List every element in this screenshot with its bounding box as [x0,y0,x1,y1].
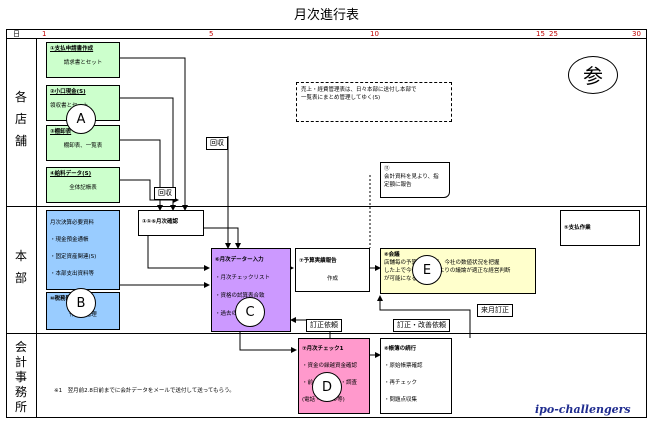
marker-circle-b: B [66,288,96,318]
correction-improve-tag: 訂正・改善依頼 [393,319,450,332]
day-tick-1: 1 [42,30,47,38]
footnote: ※1 翌月前2.8日前までに会計データをメールで送付して送ってもらう。 [54,388,235,394]
lane-divider-stores-hq [6,206,647,207]
lane-label-divider [36,39,37,418]
marker-circle-a: A [66,104,96,134]
day-tick-10: 10 [370,30,379,38]
lane-label-accounting: 会 計 事 務 所 [14,340,27,414]
day-scale-header: 日 [13,30,20,38]
marker-circle-e: E [412,255,442,285]
acc-box-ledger-continue: ⑧帳簿の続行 ・原始帳票確認 ・再チェック ・問題点収集 [380,338,452,414]
collect-tag-1: 回収 [206,137,228,150]
watermark-text: ipo-challengers [535,403,631,416]
next-month-correction-tag: 来月訂正 [477,304,513,317]
lane-divider-hq-accounting [6,333,647,334]
store-box-payment-request: ①支払申請書作成 請求書とセット [46,42,120,78]
marker-circle-d: D [312,372,342,402]
correction-request-tag: 訂正依頼 [306,319,342,332]
diagram-frame [6,29,647,418]
day-tick-15: 15 [536,30,545,38]
hq-box-monthly-check: ①①⑥月次確認 [138,210,204,236]
hq-box-data-entry: ⑥月次データー入力 ・月次チェックリスト ・資格の試算表合致 ・過去の特表確認 [211,248,291,332]
lane-label-stores: 各 店 舗 [14,90,27,148]
page-title: 月次進行表 [293,8,359,23]
day-tick-5: 5 [209,30,214,38]
hq-box-meeting: ⑧会議 店舗毎の予算実績及び、今社の数値状況を把握 した上で今後の方針によりの議… [380,248,536,294]
store-box-payroll-data: ④給料データ(S) 全体記帳表 [46,167,120,203]
lane-label-hq: 本 部 [14,249,27,285]
collect-tag-2: 回収 [154,187,176,200]
sales-expense-note: 売上・経費管理表は、日々本部に送付し本部で 一覧表にまとめ管理してゆく(S) [296,82,452,122]
hq-box-month-end-docs: 月次決算必要資料 ・現金預金通帳 ・固定資産関連(S) ・本部支出資料等 [46,210,120,290]
hq-box-budget-report: ⑦予算実績報告 作成 [295,248,370,292]
day-tick-30: 30 [632,30,641,38]
day-tick-25: 25 [549,30,558,38]
marker-circle-c: C [235,297,265,327]
day-scale: 日 1 5 10 15 25 30 [6,29,647,39]
hq-box-payment-work: ⑤支払作業 [560,210,640,246]
reference-stamp: 参 [568,56,618,94]
accounting-report-note: ⑪ 会計資料を見より、指 定額に報告 [380,162,450,198]
